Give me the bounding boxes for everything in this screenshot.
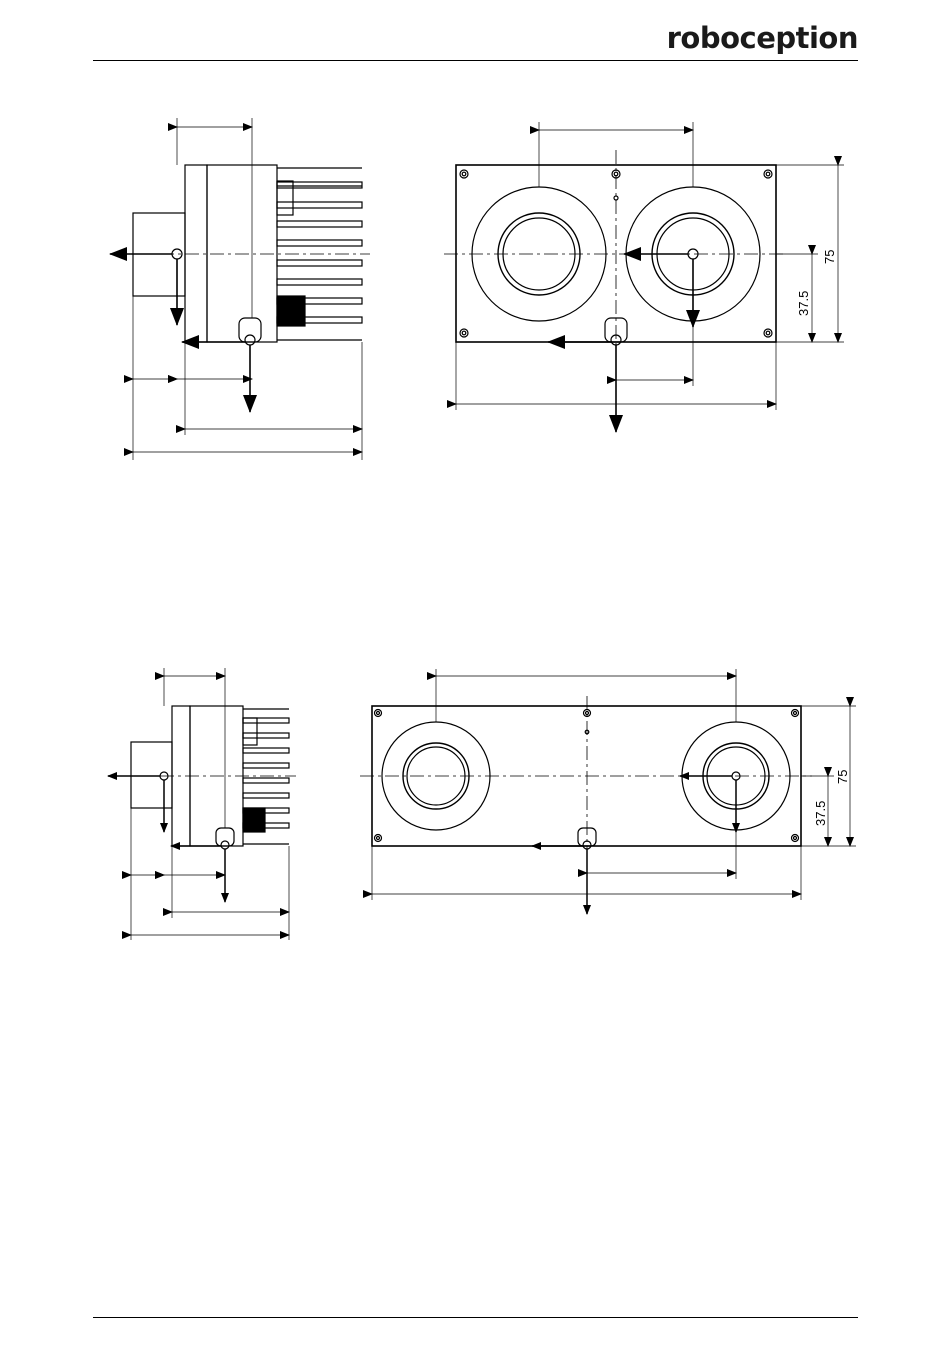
top-dim-37-5: 37.5	[796, 291, 811, 316]
top-side-view	[133, 165, 362, 345]
bottom-dim-75: 75	[835, 770, 850, 784]
bottom-dim-37-5: 37.5	[813, 801, 828, 826]
bottom-front-axes	[532, 776, 736, 914]
bottom-front-dimensions	[372, 669, 856, 900]
bottom-front-centerlines	[360, 696, 812, 850]
top-dim-75: 75	[822, 250, 837, 264]
top-front-centerlines	[444, 150, 786, 345]
bottom-side-view	[131, 706, 289, 849]
top-side-axes	[110, 254, 250, 412]
top-side-dimensions	[133, 118, 362, 460]
bottom-side-axes	[108, 776, 225, 902]
